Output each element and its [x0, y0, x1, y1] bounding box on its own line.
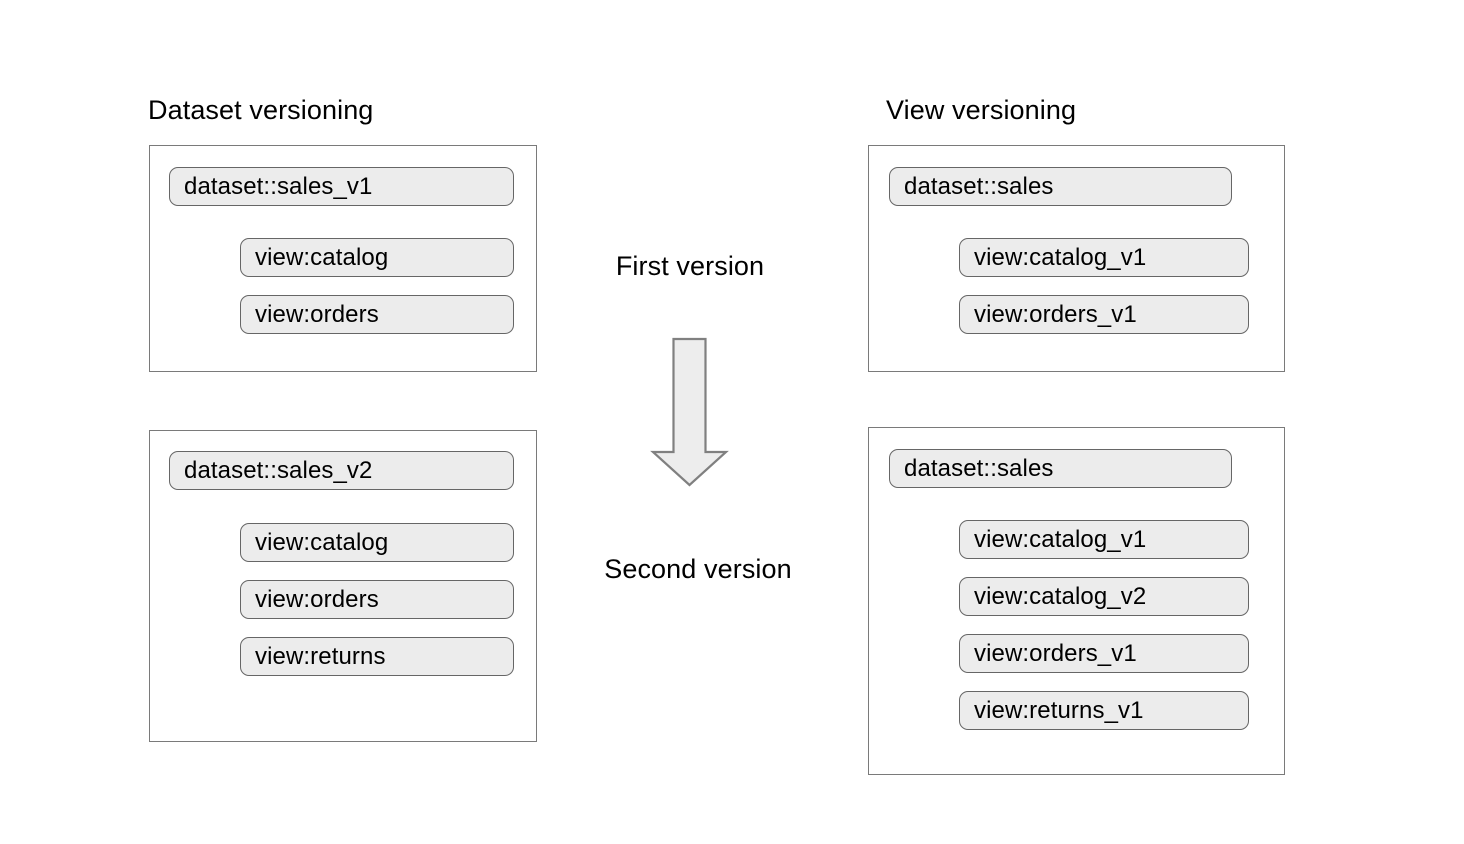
pill-view-returns-v1[interactable]: view:returns_v1: [959, 691, 1249, 730]
pill-view-orders-v1[interactable]: view:orders_v1: [959, 295, 1249, 334]
pill-view-catalog-v1[interactable]: view:catalog_v1: [959, 238, 1249, 277]
pill-view-orders[interactable]: view:orders: [240, 295, 514, 334]
pill-view-catalog-v2[interactable]: view:catalog_v2: [959, 577, 1249, 616]
down-arrow-icon: [650, 333, 740, 493]
column-title-dataset-versioning: Dataset versioning: [148, 95, 374, 125]
center-label-first-version: First version: [615, 251, 765, 281]
pill-view-orders-v1-2[interactable]: view:orders_v1: [959, 634, 1249, 673]
center-label-second-version: Second version: [604, 554, 792, 584]
pill-view-catalog-2[interactable]: view:catalog: [240, 523, 514, 562]
pill-dataset-sales-v1[interactable]: dataset::sales_v1: [169, 167, 514, 206]
pill-view-returns[interactable]: view:returns: [240, 637, 514, 676]
pill-view-orders-2[interactable]: view:orders: [240, 580, 514, 619]
column-title-view-versioning: View versioning: [886, 95, 1077, 125]
pill-dataset-sales-r2[interactable]: dataset::sales: [889, 449, 1232, 488]
pill-view-catalog-v1-2[interactable]: view:catalog_v1: [959, 520, 1249, 559]
pill-dataset-sales-r1[interactable]: dataset::sales: [889, 167, 1232, 206]
pill-view-catalog[interactable]: view:catalog: [240, 238, 514, 277]
pill-dataset-sales-v2[interactable]: dataset::sales_v2: [169, 451, 514, 490]
